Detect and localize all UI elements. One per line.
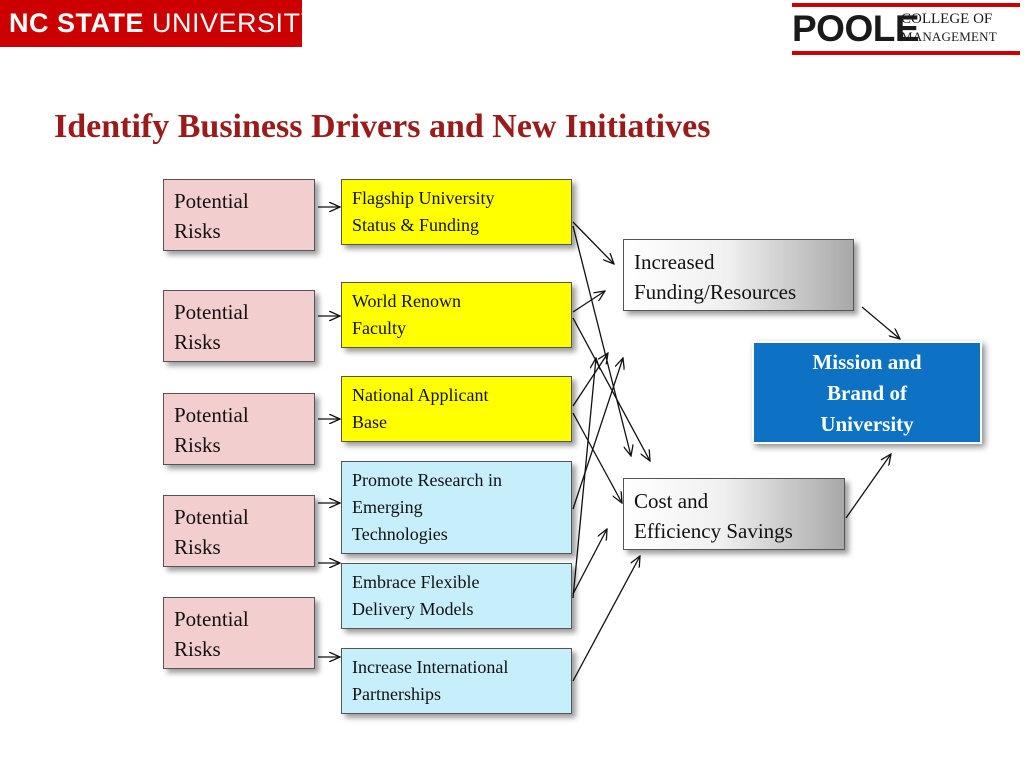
driver-box-3-line-2: Base xyxy=(352,412,387,432)
poole-logo-big-text: POOLE xyxy=(792,8,920,49)
risk-box-5: Potential Risks xyxy=(163,597,315,669)
arrow-initiative3-cost xyxy=(572,556,640,682)
arrow-driver3-funding xyxy=(572,353,608,407)
arrow-driver1-funding xyxy=(572,221,614,264)
arrow-cost-goal xyxy=(845,454,891,519)
page-title: Identify Business Drivers and New Initia… xyxy=(54,108,711,145)
initiative-box-2: Embrace Flexible Delivery Models xyxy=(341,563,572,629)
initiative-box-1-line-1: Promote Research in xyxy=(352,470,502,490)
outcome-box-cost: Cost and Efficiency Savings xyxy=(623,478,845,550)
goal-line-3: University xyxy=(820,412,914,436)
risk-box-2: Potential Risks xyxy=(163,290,315,362)
risk-box-3-line-2: Risks xyxy=(174,433,221,457)
initiative-box-2-line-2: Delivery Models xyxy=(352,599,474,619)
initiative-box-3: Increase International Partnerships xyxy=(341,648,572,714)
initiative-box-1-line-3: Technologies xyxy=(352,524,448,544)
arrow-driver2-funding xyxy=(572,291,605,313)
risk-box-5-line-2: Risks xyxy=(174,637,221,661)
initiative-box-1-line-2: Emerging xyxy=(352,497,423,517)
nc-state-logo: NC STATE UNIVERSITY xyxy=(0,0,319,47)
risk-box-3-line-1: Potential xyxy=(174,403,249,427)
poole-logo: POOLE COLLEGE OF MANAGEMENT xyxy=(792,3,1020,55)
outcome-cost-line-1: Cost and xyxy=(634,489,709,513)
arrow-driver3-cost xyxy=(572,412,622,503)
goal-line-1: Mission and xyxy=(812,350,922,374)
driver-box-3: National Applicant Base xyxy=(341,376,572,442)
poole-line-1: COLLEGE OF xyxy=(901,11,993,27)
risk-box-1: Potential Risks xyxy=(163,179,315,251)
driver-box-2: World Renown Faculty xyxy=(341,282,572,348)
risk-box-4: Potential Risks xyxy=(163,495,315,567)
risk-box-2-line-1: Potential xyxy=(174,300,249,324)
initiative-box-1: Promote Research in Emerging Technologie… xyxy=(341,461,572,554)
arrow-funding-goal xyxy=(861,306,900,339)
risk-box-1-line-2: Risks xyxy=(174,219,221,243)
driver-box-2-line-2: Faculty xyxy=(352,318,406,338)
outcome-funding-line-2: Funding/Resources xyxy=(634,280,797,304)
poole-line-2: MANAGEMENT xyxy=(901,29,997,44)
outcome-funding-line-1: Increased xyxy=(634,250,715,274)
risk-box-5-line-1: Potential xyxy=(174,607,249,631)
arrow-initiative1-funding xyxy=(572,358,623,510)
initiative-box-3-line-2: Partnerships xyxy=(352,684,441,704)
driver-box-1-line-1: Flagship University xyxy=(352,188,495,208)
outcome-cost-line-2: Efficiency Savings xyxy=(634,519,793,543)
arrow-initiative2-cost xyxy=(572,529,607,595)
risk-box-1-line-1: Potential xyxy=(174,189,249,213)
driver-box-1: Flagship University Status & Funding xyxy=(341,179,572,245)
goal-line-2: Brand of xyxy=(827,381,907,405)
initiative-box-2-line-1: Embrace Flexible xyxy=(352,572,480,592)
arrow-driver2-cost xyxy=(572,317,650,461)
risk-box-4-line-2: Risks xyxy=(174,535,221,559)
initiative-box-3-line-1: Increase International xyxy=(352,657,509,677)
arrow-initiative2-funding xyxy=(572,358,596,599)
poole-logo-small-text: COLLEGE OF MANAGEMENT xyxy=(901,10,1019,46)
nc-logo-bold-text: NC STATE xyxy=(9,8,144,38)
outcome-box-funding: Increased Funding/Resources xyxy=(623,239,854,311)
driver-box-2-line-1: World Renown xyxy=(352,291,462,311)
driver-box-3-line-1: National Applicant xyxy=(352,385,489,405)
risk-box-3: Potential Risks xyxy=(163,393,315,465)
risk-box-4-line-1: Potential xyxy=(174,505,249,529)
driver-box-1-line-2: Status & Funding xyxy=(352,215,480,235)
risk-box-2-line-2: Risks xyxy=(174,330,221,354)
goal-box-mission: Mission and Brand of University xyxy=(752,341,982,444)
nc-logo-rest-text: UNIVERSITY xyxy=(144,8,320,38)
